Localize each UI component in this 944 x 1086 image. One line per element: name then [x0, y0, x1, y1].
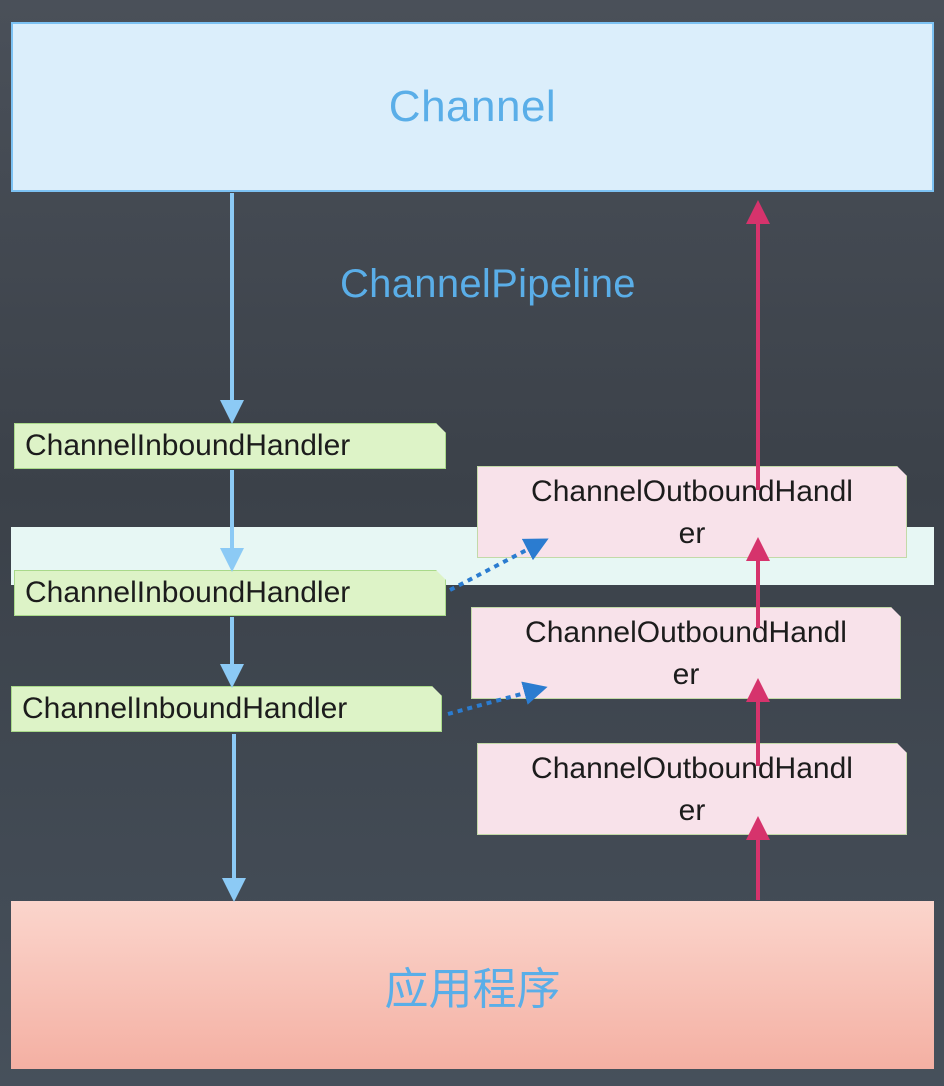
outbound-handler-label-line1: ChannelOutboundHandl — [525, 616, 847, 649]
pipeline-label: ChannelPipeline — [340, 262, 636, 306]
inbound-handler-label: ChannelInboundHandler — [25, 429, 351, 462]
application-box: 应用程序 — [11, 901, 934, 1069]
outbound-handler-3: ChannelOutboundHandl er — [477, 743, 907, 835]
inbound-handler-label: ChannelInboundHandler — [25, 576, 351, 609]
outbound-handler-1: ChannelOutboundHandl er — [477, 466, 907, 558]
outbound-handler-label-line2: er — [678, 794, 706, 827]
outbound-handler-label-line2: er — [678, 517, 706, 550]
outbound-handler-2: ChannelOutboundHandl er — [471, 607, 901, 699]
outbound-handler-label-line1: ChannelOutboundHandl — [531, 475, 853, 508]
channel-title: Channel — [388, 82, 557, 131]
outbound-handler-label-line1: ChannelOutboundHandl — [531, 752, 853, 785]
outbound-handler-label-line2: er — [672, 658, 700, 691]
inbound-handler-label: ChannelInboundHandler — [22, 692, 348, 725]
inbound-handler-1: ChannelInboundHandler — [14, 423, 446, 469]
application-title: 应用程序 — [384, 964, 561, 1015]
inbound-handler-2: ChannelInboundHandler — [14, 570, 446, 616]
channel-box: Channel — [11, 22, 934, 192]
inbound-handler-3: ChannelInboundHandler — [11, 686, 442, 732]
